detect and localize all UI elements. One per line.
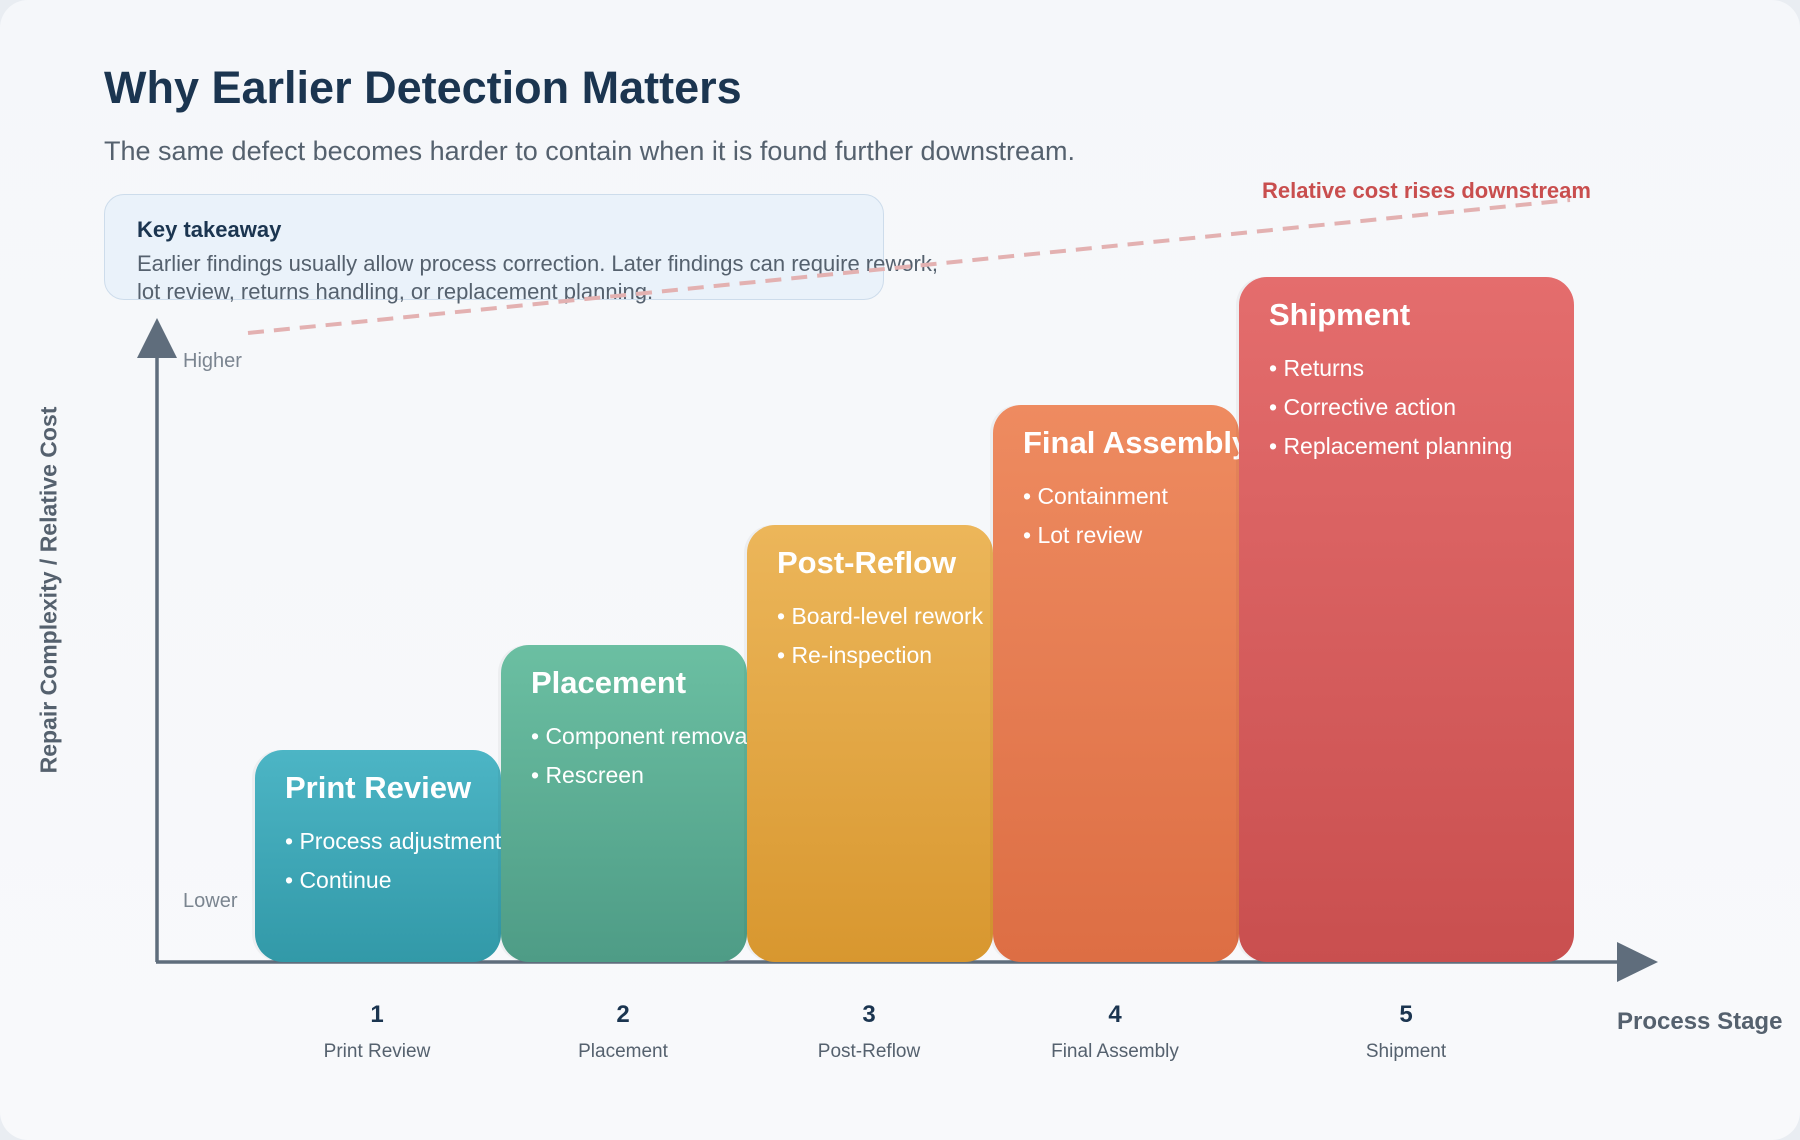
stage-bullet: • Corrective action — [1269, 394, 1457, 420]
stage-axis-label: Post-Reflow — [817, 1041, 921, 1062]
stage-bullets: • Process adjustment • Continue — [285, 822, 501, 900]
takeaway-line-1: Earlier findings usually allow process c… — [137, 251, 938, 276]
stage-bullet: • Containment — [1023, 483, 1168, 509]
stage-axis-label: Shipment — [1365, 1041, 1447, 1062]
stage-number: 1 — [370, 1001, 384, 1028]
stage-name: Final Assembly — [1023, 425, 1250, 460]
stage-bullet: • Lot review — [1023, 522, 1143, 548]
stage-bullets: • Containment • Lot review — [1023, 477, 1168, 555]
y-axis-higher-label: Higher — [183, 350, 242, 372]
stage-block-placement: Placement • Component removal • Rescreen — [501, 645, 753, 962]
stage-name: Post-Reflow — [777, 545, 957, 580]
x-axis-title: Process Stage — [1617, 1008, 1783, 1035]
stage-block-post-reflow: Post-Reflow • Board-level rework • Re-in… — [747, 525, 993, 962]
stage-block-print-review: Print Review • Process adjustment • Cont… — [255, 750, 501, 962]
stage-number: 4 — [1108, 1001, 1122, 1028]
stage-axis-label: Final Assembly — [1051, 1041, 1179, 1062]
stage-name: Print Review — [285, 770, 472, 805]
stage-bullet: • Re-inspection — [777, 642, 933, 668]
stage-bullet: • Component removal — [531, 723, 753, 749]
stage-bullet: • Continue — [285, 867, 392, 893]
stage-bullet: • Board-level rework — [777, 603, 984, 629]
stage-axis-label: Placement — [578, 1041, 668, 1062]
stage-bullet: • Replacement planning — [1269, 433, 1513, 459]
x-axis-arrow-icon — [1617, 942, 1658, 982]
trend-line — [247, 198, 1571, 335]
stage-name: Placement — [531, 665, 687, 700]
stage-axis-label: Print Review — [323, 1041, 431, 1062]
stage-bullets: • Component removal • Rescreen — [531, 717, 753, 795]
stage-number: 5 — [1399, 1001, 1413, 1028]
stage-bullets: • Returns • Corrective action • Replacem… — [1269, 349, 1512, 466]
stage-bullet: • Rescreen — [531, 762, 644, 788]
stage-bullets: • Board-level rework • Re-inspection — [777, 597, 983, 675]
stage-block-final-assembly: Final Assembly • Containment • Lot revie… — [993, 405, 1249, 962]
takeaway-heading: Key takeaway — [137, 217, 282, 242]
stage-number: 2 — [616, 1001, 630, 1028]
page-title: Why Earlier Detection Matters — [104, 62, 742, 113]
stage-name: Shipment — [1269, 297, 1411, 332]
stage-bullet: • Returns — [1269, 355, 1364, 381]
stage-bullet: • Process adjustment — [285, 828, 502, 854]
page-subtitle: The same defect becomes harder to contai… — [104, 136, 1076, 166]
y-axis-title: Repair Complexity / Relative Cost — [35, 406, 62, 774]
y-axis-lower-label: Lower — [183, 890, 238, 912]
stage-block-shipment: Shipment • Returns • Corrective action •… — [1239, 277, 1574, 962]
cost-trend-label: Relative cost rises downstream — [1262, 178, 1591, 203]
stage-number: 3 — [862, 1001, 876, 1028]
y-axis-arrow-icon — [137, 318, 177, 358]
